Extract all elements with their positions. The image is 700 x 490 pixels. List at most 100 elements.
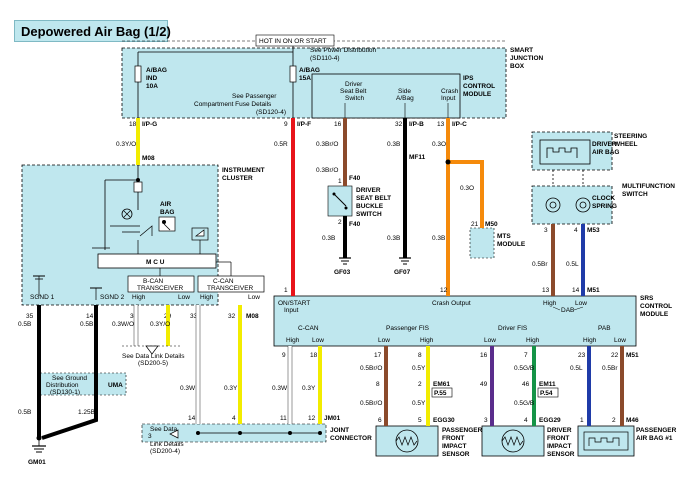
pass-front-l1: PASSENGER: [442, 427, 483, 434]
ccan-l2: TRANSCEIVER: [207, 285, 254, 292]
pass-front-l4: SENSOR: [442, 451, 470, 458]
pin-3-a: 3: [544, 227, 548, 234]
srs-dab-high: High: [543, 300, 557, 307]
wire-code-29: 0.5L: [570, 365, 583, 372]
driver-airbag-l1: DRIVER: [592, 141, 617, 148]
conn-ip-c: I/P-C: [452, 121, 467, 128]
srs-driver-fis: Driver FIS: [498, 325, 528, 332]
pin-2-c: 2: [612, 417, 616, 424]
diagram-title-box: Depowered Air Bag (1/2): [14, 20, 171, 42]
wire-code-26: 0.5G/B: [514, 400, 534, 407]
steering-l2: WHEEL: [614, 141, 638, 148]
pin-18: 18: [129, 121, 137, 128]
fuse2-l1: A/BAG: [299, 67, 320, 74]
label-gf03: GF03: [334, 269, 351, 276]
wire-code-6: 0.3Br/O: [316, 167, 338, 174]
conn-ip-b: I/P-B: [409, 121, 424, 128]
pin-8: 8: [418, 352, 422, 359]
bcan-l1: B-CAN: [143, 278, 164, 285]
pin-18-b: 18: [310, 352, 318, 359]
srs-dab-low: Low: [575, 300, 587, 307]
conn-uma: UMA: [108, 382, 123, 389]
pin-16-b: 16: [480, 352, 488, 359]
conn-m53: M53: [587, 227, 600, 234]
airbag-lamp-icon: [158, 216, 176, 232]
ccan-low: Low: [248, 294, 260, 301]
clock-l2: SPRING: [592, 203, 617, 210]
wire-code-18: 0.3Y: [224, 385, 238, 392]
srs-dab: DAB: [561, 307, 574, 314]
pass-front-sensor-panel: [375, 425, 439, 457]
srs-pab-low: Low: [614, 337, 626, 344]
ground-gf07: [399, 257, 411, 265]
pin-14-c: 14: [86, 313, 94, 320]
ccan-high: High: [200, 294, 214, 301]
pin-2-b: 2: [418, 381, 422, 388]
srs-l3: MODULE: [640, 311, 669, 318]
conn-m46: M46: [626, 417, 639, 424]
ips-crash-2: Input: [441, 95, 456, 102]
srs-pab: PAB: [598, 325, 611, 332]
joint-l1: JOINT: [330, 427, 349, 434]
pin-35: 35: [26, 313, 34, 320]
wire-code-3: 0.3Br/O: [316, 141, 338, 148]
wire-code-10: 0.3B: [432, 235, 445, 242]
wire-code-30: 0.5Br: [602, 365, 618, 372]
wire-code-25: 0.5G/B: [514, 365, 534, 372]
fuse1-l3: 10A: [146, 83, 158, 90]
srs-l1: SRS: [640, 295, 654, 302]
data-link2-3: (SD200-4): [150, 448, 180, 455]
pass-airbag-symbol: [583, 431, 629, 451]
driver-front-l4: SENSOR: [547, 451, 575, 458]
clock-l1: CLOCK: [592, 195, 615, 202]
pass-airbag-l1: PASSENGER: [636, 427, 677, 434]
buckle-switch-panel: [327, 185, 353, 217]
wire-code-14: 0.5B: [80, 321, 93, 328]
sjb-label-2: JUNCTION: [510, 55, 544, 62]
pin-14-d: 14: [188, 415, 196, 422]
wire-code-7: 0.3B: [322, 235, 335, 242]
airbag-lamp-l2: BAG: [160, 209, 174, 216]
pass-airbag-l2: AIR BAG #1: [636, 435, 673, 442]
srs-onstart-1: ON/START: [278, 300, 310, 307]
ground-gf03: [339, 257, 351, 265]
ips-module-panel: [311, 73, 461, 119]
wire-code-33: 0.3W: [272, 385, 288, 392]
conn-mf11: MF11: [409, 154, 426, 161]
conn-m51: M51: [587, 287, 600, 294]
pin-6: 6: [378, 417, 382, 424]
pass-front-sensor-symbol: [395, 429, 419, 453]
srs-pfis-high: High: [420, 337, 434, 344]
fuse1-l2: IND: [146, 75, 158, 82]
steering-l1: STEERING: [614, 133, 647, 140]
driver-front-sensor-symbol: [501, 429, 525, 453]
fuse-abag: [289, 65, 297, 83]
conn-egg29: EGG29: [539, 417, 561, 424]
data-link1-1: See Data Link Details: [122, 353, 185, 360]
pin-9: 9: [284, 121, 288, 128]
pin-17: 17: [374, 352, 382, 359]
wire-code-22: 0.5Y: [412, 400, 426, 407]
srs-module-panel: [273, 295, 637, 347]
cluster-l2: CLUSTER: [222, 175, 253, 182]
sjb-label-3: BOX: [510, 63, 525, 70]
pin-4-c: 4: [232, 415, 236, 422]
mts-l2: MODULE: [497, 241, 526, 248]
sgnd2-label: SGND 2: [100, 294, 125, 301]
wire-black-sgnd2: [41, 305, 98, 440]
driver-front-l2: FRONT: [547, 435, 569, 442]
srs-pass-fis: Passenger FIS: [386, 325, 430, 332]
conn-em61: EM61: [433, 381, 450, 388]
pin-7: 7: [524, 352, 528, 359]
pin-buckle-2: 2: [338, 219, 342, 226]
pin-4-b: 4: [524, 417, 528, 424]
top-header-box: [255, 34, 335, 47]
ips-driver-3: Switch: [345, 95, 365, 102]
fuse1-l1: A/BAG: [146, 67, 167, 74]
wire-code-32: 1.25B: [78, 409, 95, 416]
label-gf07: GF07: [394, 269, 411, 276]
ground-ref-1: See Ground: [52, 375, 87, 382]
buckle-l2: SEAT BELT: [356, 195, 391, 202]
pin-9-b: 9: [282, 352, 286, 359]
wire-code-31: 0.5B: [18, 409, 31, 416]
